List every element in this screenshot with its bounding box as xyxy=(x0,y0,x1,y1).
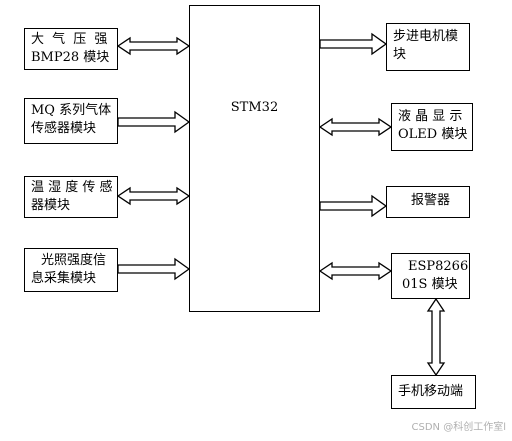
stepper-label-line2: 块 xyxy=(393,47,407,62)
esp8266-module: ESP8266 01S 模块 xyxy=(391,253,470,299)
mq-label-line1: MQ 系列气体 xyxy=(31,103,112,118)
esp8266-label-line2: 01S 模块 xyxy=(402,277,458,292)
arrow-mq-stm32 xyxy=(117,110,191,134)
light-label-line2: 息采集模块 xyxy=(31,271,97,286)
bmp28-label-line2: BMP28 模块 xyxy=(31,50,110,65)
alarm-module: 报警器 xyxy=(386,186,470,218)
esp8266-label-line1: ESP8266 xyxy=(408,259,469,274)
arrow-bmp28-stm32 xyxy=(116,36,191,56)
temp-humidity-sensor-module: 温 湿 度 传 感 器模块 xyxy=(24,176,118,218)
arrow-stm32-stepper xyxy=(319,32,388,56)
arrow-stm32-oled xyxy=(318,117,393,137)
temp-humidity-label-line1: 温 湿 度 传 感 xyxy=(31,180,113,195)
oled-label-line1: 液 晶 显 示 xyxy=(398,109,463,124)
stm32-label: STM32 xyxy=(230,100,279,115)
stepper-motor-module: 步进电机模 块 xyxy=(386,23,470,71)
bmp28-label-line1: 大 气 压 强 xyxy=(31,32,110,47)
stm32-block: STM32 xyxy=(189,5,320,312)
oled-display-module: 液 晶 显 示 OLED 模块 xyxy=(391,103,473,151)
mobile-terminal-module: 手机移动端 xyxy=(391,375,476,409)
oled-label-line2: OLED 模块 xyxy=(398,127,468,142)
stepper-label-line1: 步进电机模 xyxy=(393,29,459,44)
mq-label-line2: 传感器模块 xyxy=(31,121,97,136)
bmp28-module: 大 气 压 强 BMP28 模块 xyxy=(24,28,118,70)
arrow-esp8266-mobile xyxy=(426,297,446,377)
light-intensity-module: 光照强度信 息采集模块 xyxy=(24,248,118,292)
mobile-label: 手机移动端 xyxy=(398,384,464,399)
temp-humidity-label-line2: 器模块 xyxy=(31,198,71,213)
arrow-stm32-alarm xyxy=(319,194,388,218)
alarm-label: 报警器 xyxy=(411,193,451,208)
mq-gas-sensor-module: MQ 系列气体 传感器模块 xyxy=(24,98,118,144)
arrow-temp-humidity-stm32 xyxy=(116,186,191,206)
light-label-line1: 光照强度信 xyxy=(41,253,107,268)
csdn-watermark: CSDN @科创工作室l xyxy=(411,422,506,433)
arrow-stm32-esp8266 xyxy=(318,261,393,281)
arrow-light-stm32 xyxy=(117,257,191,281)
